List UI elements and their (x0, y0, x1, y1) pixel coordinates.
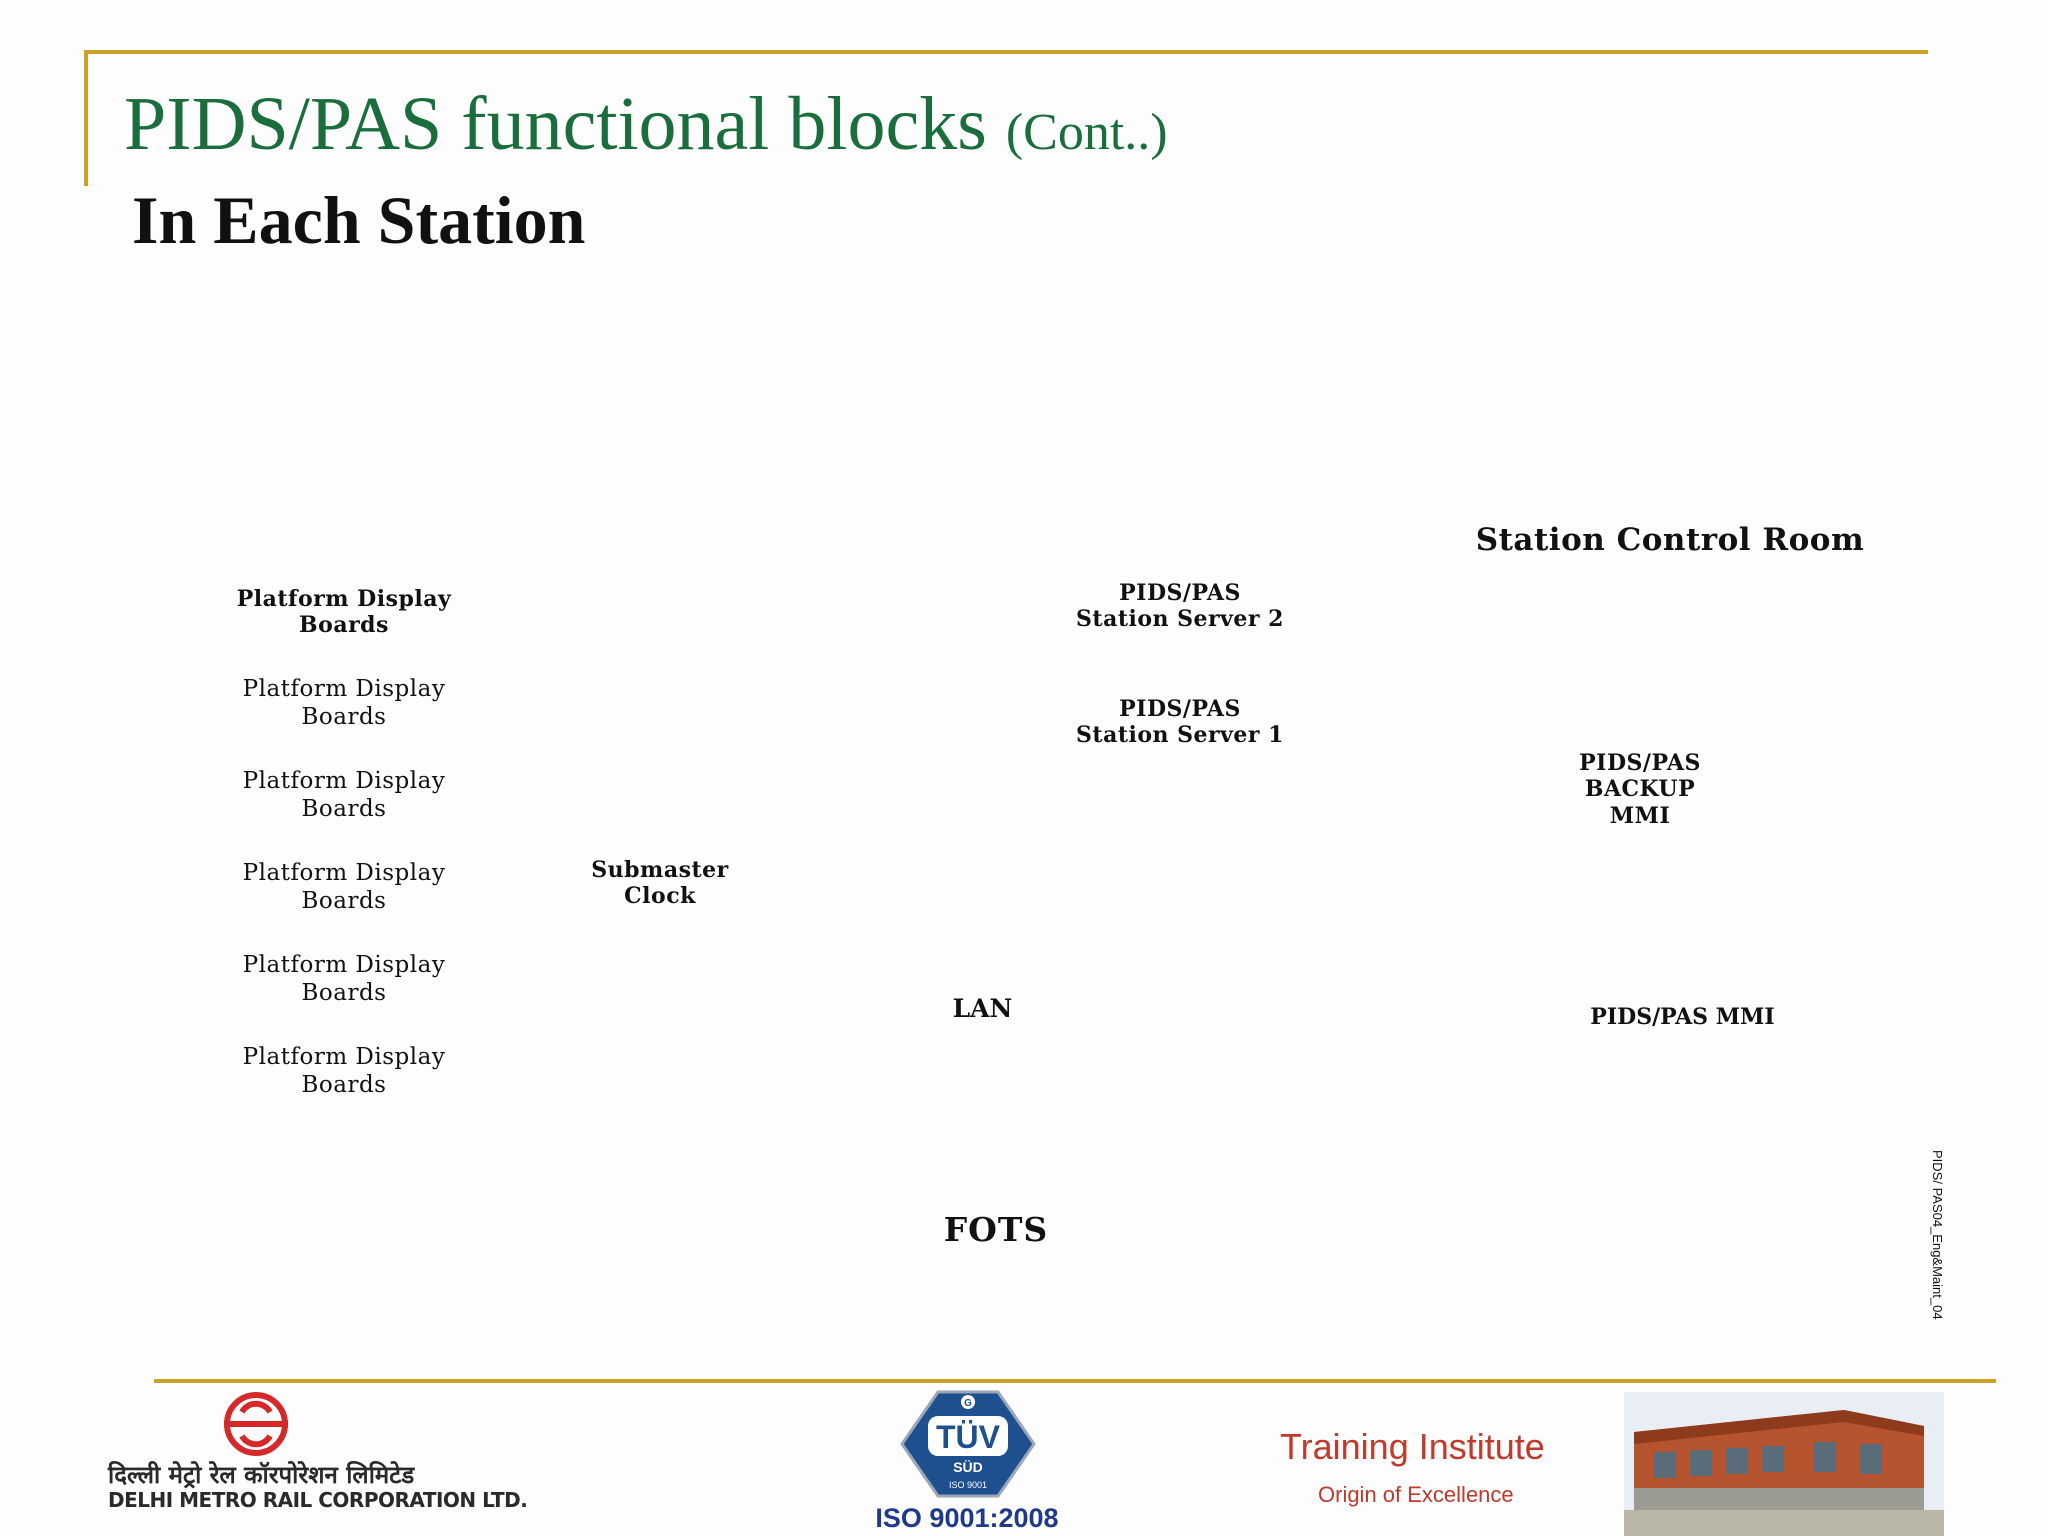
tuv-g-mark: G (964, 1398, 972, 1409)
top-rule (84, 50, 1928, 54)
station-server-1-label: PIDS/PAS Station Server 1 (1076, 696, 1284, 749)
iso-certification: ISO 9001:2008 (875, 1503, 1059, 1533)
dmrc-name-hindi: दिल्ली मेट्रो रेल कॉरपोरेशन लिमिटेड (108, 1461, 415, 1489)
tuv-mark: TÜV (936, 1419, 1001, 1455)
submaster-clock-label: Submaster Clock (591, 857, 729, 910)
dmrc-name-english: DELHI METRO RAIL CORPORATION LTD. (108, 1488, 528, 1512)
lan-label: LAN (952, 994, 1013, 1023)
platform-display-board-label: Platform Display Boards (242, 768, 446, 822)
platform-display-board-label: Platform Display Boards (242, 676, 446, 730)
station-control-room-label: Station Control Room (1475, 522, 1865, 558)
tuv-sud-logo-icon: G TÜV SÜD ISO 9001 (900, 1390, 1036, 1498)
slide-subtitle: In Each Station (132, 182, 586, 258)
station-server-2-label: PIDS/PAS Station Server 2 (1076, 580, 1284, 633)
tuv-cert-mark: ISO 9001 (949, 1480, 987, 1490)
training-institute-tagline: Origin of Excellence (1318, 1482, 1514, 1507)
tuv-sud-mark: SÜD (953, 1459, 983, 1475)
platform-display-board-label: Platform Display Boards (242, 952, 446, 1006)
dmrc-logo-icon (224, 1392, 288, 1456)
slide-title-main: PIDS/PAS functional blocks (124, 82, 987, 166)
backup-mmi-label: PIDS/PAS BACKUP MMI (1579, 750, 1701, 829)
slide-code: PIDS/ PAS04_Eng&Maint_04 (1930, 1150, 1945, 1320)
slide-title: PIDS/PAS functional blocks (Cont..) (124, 86, 1168, 162)
mmi-label: PIDS/PAS MMI (1590, 1004, 1775, 1030)
left-rule (84, 50, 88, 186)
fots-label: FOTS (943, 1210, 1049, 1249)
platform-display-board-label: Platform Display Boards (236, 586, 452, 639)
slide-title-suffix: (Cont..) (1005, 104, 1168, 161)
platform-display-board-label: Platform Display Boards (242, 1044, 446, 1098)
platform-display-board-label: Platform Display Boards (242, 860, 446, 914)
training-institute-title: Training Institute (1280, 1426, 1545, 1467)
training-building-photo (1624, 1392, 1944, 1536)
footer-rule (154, 1379, 1996, 1383)
